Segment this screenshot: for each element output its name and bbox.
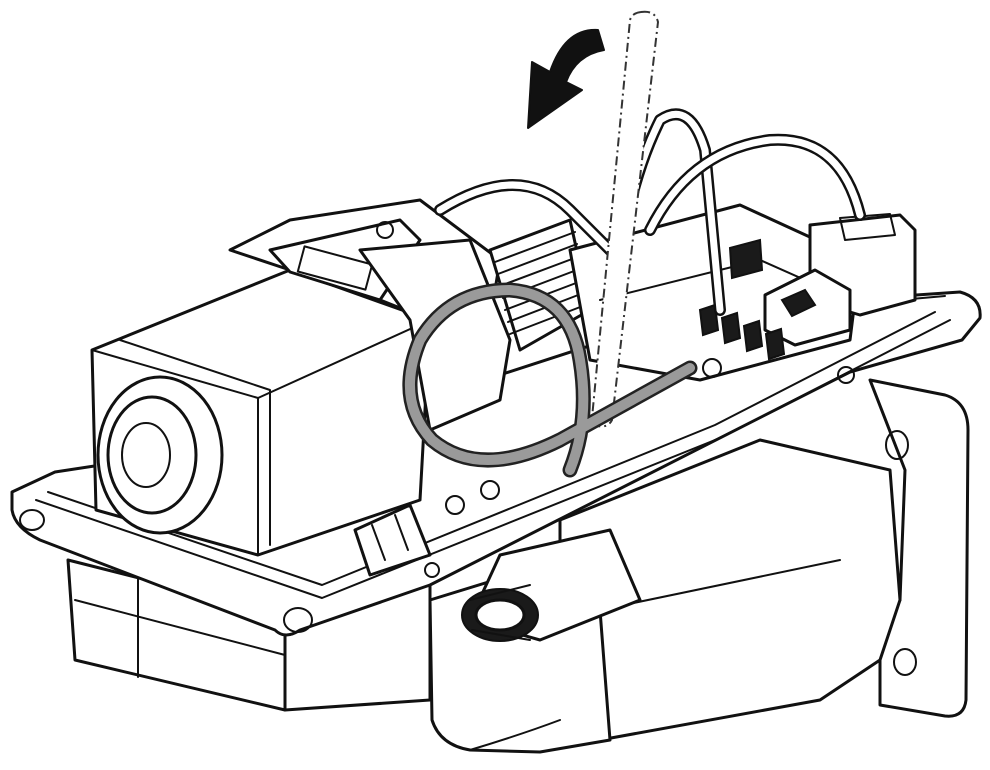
- grey-looped-cable: [402, 282, 698, 478]
- camera-lens: [106, 395, 198, 515]
- tray-hinge-front: [283, 607, 313, 633]
- tray-clip: [353, 503, 432, 577]
- inserted-cable-outline: [590, 10, 660, 428]
- bracket-joint: [461, 528, 642, 642]
- bracket-screw-hole-bottom: [893, 648, 917, 676]
- curved-arrow-icon: [527, 28, 605, 129]
- tray-hinge-left: [19, 509, 45, 531]
- bracket-screw-hole-top: [885, 430, 909, 460]
- camera-mount-bracket: [228, 198, 512, 432]
- terminal-connectors: [698, 238, 786, 361]
- camera-body: [90, 268, 432, 557]
- mount-screw: [376, 221, 394, 239]
- board-screw: [702, 358, 722, 378]
